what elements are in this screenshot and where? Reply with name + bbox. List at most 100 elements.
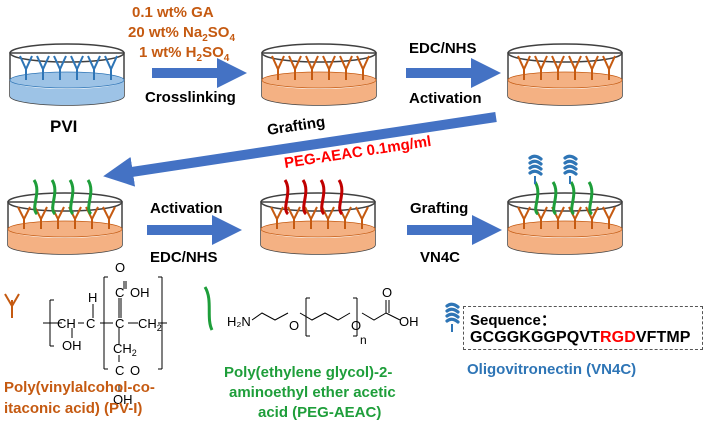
- sequence-suffix: VFTMP: [635, 329, 691, 346]
- dish-crosslinked: [261, 43, 377, 106]
- monomer-icon: [568, 55, 582, 80]
- legend-peg-icon: [203, 286, 214, 331]
- monomer-icon: [602, 206, 616, 229]
- pvi-monomer-icons: [19, 55, 118, 80]
- monomer-icon: [322, 55, 336, 80]
- polymer-chain: [569, 181, 576, 216]
- vn4c-peg-chains: [533, 181, 594, 216]
- monomer-icon: [53, 55, 67, 80]
- peg-chains: [32, 179, 93, 216]
- peg-name-line3: acid (PEG-AEAC): [258, 404, 381, 421]
- pvi-structure: [43, 276, 167, 392]
- monomer-icon: [517, 206, 531, 229]
- pvi-c1: C: [115, 285, 124, 300]
- monomer-icon: [602, 55, 616, 80]
- pvi-ch2a: CH2: [138, 316, 162, 333]
- monomer-icon: [305, 55, 319, 80]
- monomer-icon: [534, 55, 548, 80]
- helix-turn: [528, 159, 543, 166]
- activation1-reagent: EDC/NHS: [409, 40, 477, 57]
- peg-h2n: H₂N: [227, 314, 251, 329]
- peg-structure: [251, 297, 401, 337]
- helix-turn: [563, 159, 578, 166]
- grafting2-label: Grafting: [410, 200, 468, 217]
- peg-o-b: O: [351, 318, 361, 333]
- monomer-icon: [304, 206, 318, 229]
- crosslinking-label: Crosslinking: [145, 89, 236, 106]
- legend-pvi-icon: [4, 293, 20, 318]
- peg-o-c: O: [382, 285, 392, 300]
- dish-vn4c-grafted: [507, 154, 623, 255]
- sequence-title: Sequence：: [470, 312, 556, 329]
- monomer-icon: [19, 55, 33, 80]
- helix-turn: [563, 169, 578, 176]
- vn4c-name: Oligovitronectin (VN4C): [467, 361, 636, 378]
- peg-name-line2: aminoethyl ether acetic: [229, 384, 396, 401]
- grafting-peg-arrow: [103, 112, 497, 187]
- pvi-c4: C: [115, 363, 124, 378]
- vn4c-dish-monomer-icons: [517, 206, 616, 229]
- pvi-ch2b: CH2: [113, 341, 137, 358]
- condition-h2so4: 1 wt% H2SO4: [139, 44, 230, 64]
- pvi-name-line1: Poly(vinylalcohol-co-: [4, 379, 155, 396]
- peg-name-line1: Poly(ethylene glycol)-2-: [224, 364, 392, 381]
- helix-turn: [528, 154, 543, 161]
- helix-turn: [528, 169, 543, 176]
- activation2-label: Activation: [150, 200, 223, 217]
- pvi-o2: O: [130, 363, 140, 378]
- pvi-oh2: OH: [130, 285, 150, 300]
- pvi-ch: CH: [57, 316, 76, 331]
- pvi-oh1: OH: [62, 338, 82, 353]
- monomer-icon: [70, 55, 84, 80]
- pvi-o1: O: [115, 260, 125, 275]
- monomer-icon: [36, 55, 50, 80]
- dish-activated: [507, 43, 623, 106]
- monomer-icon: [288, 55, 302, 80]
- dish-peg-grafted: [7, 179, 123, 255]
- pvi-name-line2: itaconic acid) (PV-I): [4, 400, 142, 417]
- polymer-chain: [337, 179, 344, 216]
- polymer-chain: [587, 181, 594, 216]
- polymer-chain: [283, 179, 290, 216]
- dish-pvi: [9, 43, 125, 106]
- polymer-chain: [86, 179, 93, 216]
- polymer-chain: [50, 179, 57, 216]
- activation2-reagent: EDC/NHS: [150, 249, 218, 266]
- activated-peg-chains: [283, 179, 344, 216]
- helix-turn: [445, 317, 460, 324]
- monomer-icon: [356, 55, 370, 80]
- polymer-chain: [533, 181, 540, 216]
- helix-turn: [528, 164, 543, 171]
- peg-o-a: O: [289, 318, 299, 333]
- sequence-box: [463, 306, 703, 350]
- activated-monomer-icons: [517, 55, 616, 80]
- monomer-icon: [585, 206, 599, 229]
- polymer-chain: [68, 179, 75, 216]
- polymer-chain: [551, 181, 558, 216]
- monomer-icon: [339, 55, 353, 80]
- pvi-c2: C: [86, 316, 95, 331]
- dish-peg-activated: [260, 179, 376, 255]
- helix-turn: [563, 164, 578, 171]
- monomer-icon: [104, 55, 118, 80]
- monomer-icon: [87, 55, 101, 80]
- monomer-icon: [551, 55, 565, 80]
- vn4c-peptides: [528, 154, 578, 184]
- polymer-chain: [319, 179, 326, 216]
- monomer-icon: [287, 206, 301, 229]
- sequence-prefix: GCGGKGGPQVT: [470, 329, 600, 346]
- polymer-chain: [301, 179, 308, 216]
- polymer-chain: [32, 179, 39, 216]
- monomer-icon: [270, 206, 284, 229]
- activation1-label: Activation: [409, 90, 482, 107]
- condition-na2so4: 20 wt% Na2SO4: [128, 24, 235, 44]
- monomer-icon: [517, 55, 531, 80]
- peg-oh: OH: [399, 314, 419, 329]
- helix-turn: [563, 154, 578, 161]
- monomer-icon: [17, 206, 31, 229]
- peg-n: n: [360, 333, 367, 347]
- helix-turn: [445, 307, 460, 314]
- pvi-c3: C: [115, 316, 124, 331]
- crosslinked-monomer-icons: [271, 55, 370, 80]
- vn4c-reagent: VN4C: [420, 249, 460, 266]
